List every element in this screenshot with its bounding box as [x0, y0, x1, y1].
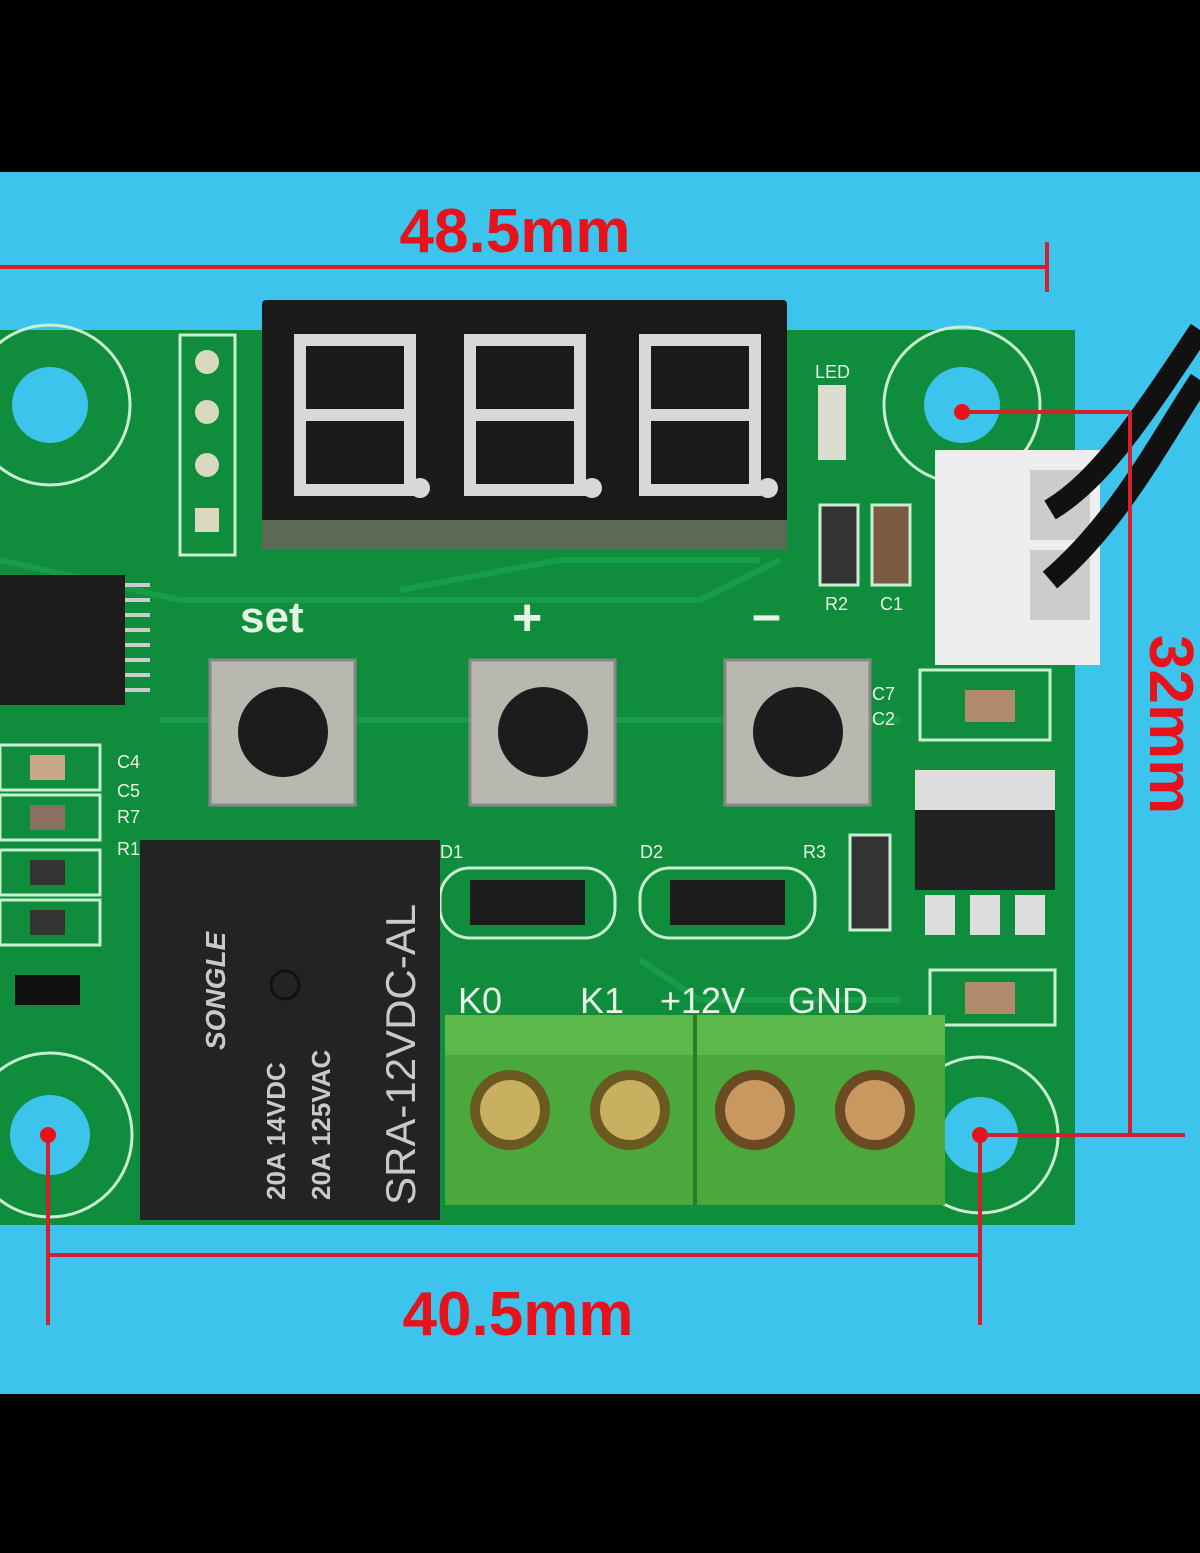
diode-d2-body: [670, 880, 785, 925]
label-c7: C7: [872, 684, 895, 704]
diode-d1-body: [470, 880, 585, 925]
label-set: set: [240, 593, 304, 642]
label-plus: +: [512, 589, 542, 647]
capacitor-lower-body: [965, 982, 1015, 1014]
set-button[interactable]: [208, 658, 357, 807]
capacitor-c1: [870, 503, 912, 587]
label-minus: –: [752, 586, 781, 644]
dimension-bottom: 40.5mm: [40, 1127, 988, 1349]
dimension-side-label: 32mm: [1136, 635, 1200, 814]
plus-button[interactable]: [468, 658, 617, 807]
terminal-screw-k0[interactable]: [470, 1070, 550, 1150]
terminal-screw-gnd[interactable]: [835, 1070, 915, 1150]
label-c2: C2: [872, 709, 895, 729]
label-d2: D2: [640, 842, 663, 862]
dimension-bottom-label: 40.5mm: [403, 1280, 634, 1349]
label-d1: D1: [440, 842, 463, 862]
capacitor-body: [965, 690, 1015, 722]
label-c5: C5: [117, 781, 140, 801]
label-r2: R2: [825, 594, 848, 614]
label-k0: K0: [458, 980, 502, 1021]
label-r7: R7: [117, 807, 140, 827]
resistor-r3: [848, 833, 892, 932]
dimension-side: 32mm: [954, 404, 1200, 1137]
left-smd-components: [0, 743, 102, 1005]
minus-button[interactable]: [723, 658, 872, 807]
resistor-r2: [818, 503, 860, 587]
relay-model: SRA-12VDC-AL: [377, 904, 424, 1205]
label-12v: +12V: [660, 980, 745, 1021]
label-c1: C1: [880, 594, 903, 614]
seven-segment-display: [262, 300, 787, 550]
terminal-screw-12v[interactable]: [715, 1070, 795, 1150]
label-gnd: GND: [788, 980, 868, 1021]
relay-rating-ac: 20A 125VAC: [306, 1049, 336, 1200]
label-r1: R1: [117, 839, 140, 859]
label-led: LED: [815, 362, 850, 382]
label-k1: K1: [580, 980, 624, 1021]
dimension-top-label: 48.5mm: [400, 197, 631, 266]
voltage-regulator: [915, 770, 1055, 935]
led: [818, 385, 846, 460]
label-r3: R3: [803, 842, 826, 862]
pcb-board: LED R2 C1 C7 C2 R3: [0, 300, 1200, 1225]
terminal-block: [445, 1015, 945, 1205]
microcontroller-chip: [0, 575, 150, 705]
sensor-cable-2: [1042, 373, 1200, 589]
relay: SONGLE 20A 14VDC 20A 125VAC SRA-12VDC-AL: [140, 840, 440, 1220]
pin-header: [178, 333, 237, 557]
relay-rating-dc: 20A 14VDC: [261, 1062, 291, 1200]
sensor-cable: [1044, 323, 1200, 520]
mounting-hole-top-left: [0, 323, 132, 487]
relay-brand: SONGLE: [200, 930, 231, 1050]
label-c4: C4: [117, 752, 140, 772]
dimension-top: 48.5mm: [0, 197, 1049, 292]
terminal-screw-k1[interactable]: [590, 1070, 670, 1150]
